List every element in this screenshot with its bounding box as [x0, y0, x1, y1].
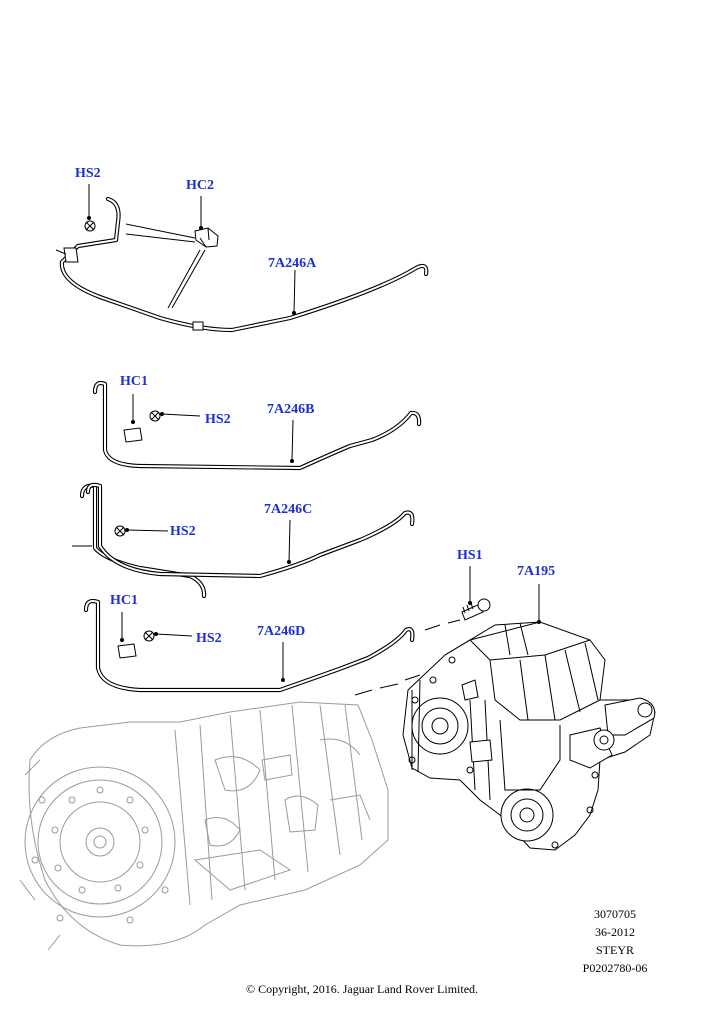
callout-7a195: 7A195	[517, 564, 556, 579]
screw-icon	[114, 525, 126, 537]
reference-id: P0202780-06	[582, 961, 648, 975]
gearbox-icon	[19, 701, 389, 951]
callout-7a246b: 7A246B	[267, 402, 315, 417]
clip-icon	[194, 227, 219, 248]
screw-icon	[143, 630, 155, 642]
callout-hc1-lower: HC1	[110, 593, 138, 608]
callout-7a246a: 7A246A	[268, 256, 317, 271]
callout-hs2-c: HS2	[170, 524, 196, 539]
callout-hs1: HS1	[457, 548, 483, 563]
copyright-notice: © Copyright, 2016. Jaguar Land Rover Lim…	[245, 982, 479, 996]
callout-7a246d: 7A246D	[257, 624, 306, 639]
pipe-7a246a	[55, 196, 429, 333]
screw-icon	[84, 220, 96, 232]
clip-icon	[117, 643, 137, 659]
manufacturer: STEYR	[595, 943, 634, 957]
callout-hc2: HC2	[186, 178, 214, 193]
pipe-7a246d	[83, 598, 415, 693]
clip-icon	[123, 427, 143, 443]
pipe-7a246c	[72, 482, 415, 599]
screw-icon	[461, 598, 491, 621]
transfer-case-icon	[354, 619, 656, 851]
screw-icon	[149, 410, 161, 422]
callout-hc1-upper: HC1	[120, 374, 148, 389]
diagram-code: 3070705	[594, 907, 636, 921]
callout-hs2-top: HS2	[75, 166, 101, 181]
callout-7a246c: 7A246C	[264, 502, 313, 517]
pipe-7a246b	[92, 380, 422, 471]
callout-hs2-d: HS2	[196, 631, 222, 646]
callout-hs2-b: HS2	[205, 412, 231, 427]
date-range: 36-2012	[595, 925, 635, 939]
